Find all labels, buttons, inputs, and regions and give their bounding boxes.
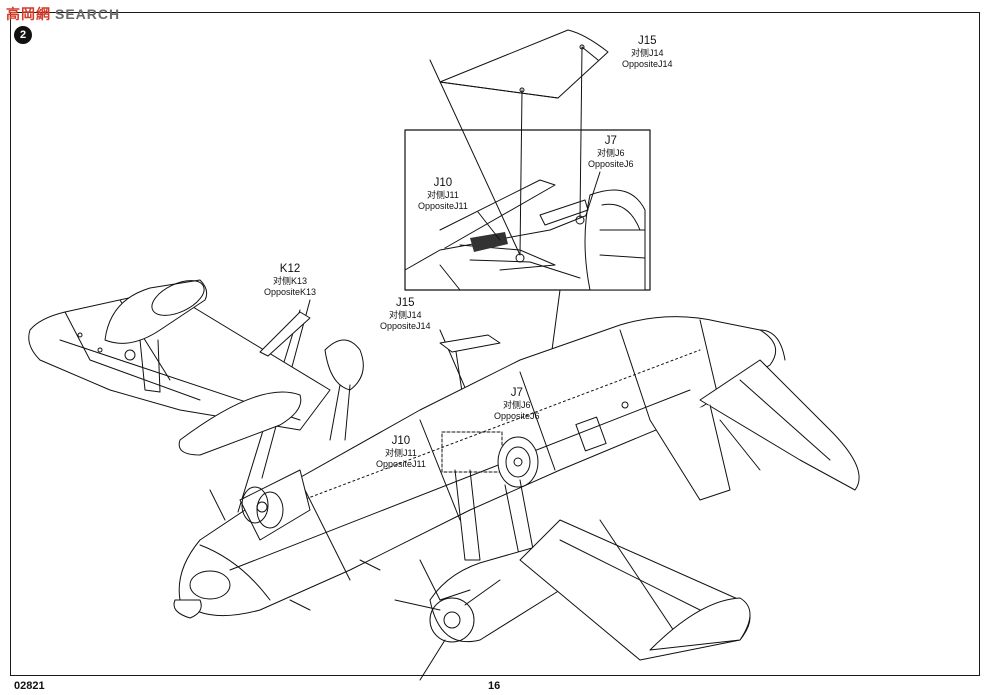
opposite-en: OppositeJ6 bbox=[494, 411, 540, 421]
callout-j10-inset: J10 对侧J11 OppositeJ11 bbox=[418, 176, 468, 212]
logo-icon: 高岡網 bbox=[6, 7, 51, 23]
page-number: 16 bbox=[488, 680, 501, 692]
callout-j15-top: J15 对侧J14 OppositeJ14 bbox=[622, 34, 673, 70]
opposite-cn: 对侧K13 bbox=[273, 276, 308, 286]
part-number: J15 bbox=[396, 297, 415, 309]
callout-j10-mid: J10 对侧J11 OppositeJ11 bbox=[376, 434, 426, 470]
part-k12 bbox=[259, 311, 311, 357]
page-badge: 2 bbox=[14, 26, 32, 44]
engine-pod-left bbox=[104, 279, 302, 456]
opposite-en: OppositeJ11 bbox=[418, 201, 468, 211]
opposite-en: OppositeJ14 bbox=[622, 59, 673, 69]
callout-j7-mid: J7 对侧J6 OppositeJ6 bbox=[494, 386, 540, 422]
left-wing bbox=[28, 289, 331, 431]
part-number: J10 bbox=[433, 177, 453, 189]
flap-part-j15-top bbox=[439, 29, 609, 99]
watermark-text: SEARCH bbox=[55, 6, 121, 22]
nose-gear-area bbox=[209, 339, 364, 541]
part-number: K12 bbox=[279, 263, 301, 275]
part-number: J10 bbox=[391, 435, 411, 447]
callout-j15-mid: J15 对侧J14 OppositeJ14 bbox=[380, 296, 431, 332]
inset-detail bbox=[404, 129, 651, 291]
fuselage bbox=[173, 316, 777, 619]
right-wing bbox=[519, 519, 751, 661]
callout-j7-inset: J7 对侧J6 OppositeJ6 bbox=[588, 134, 634, 170]
opposite-cn: 对侧J11 bbox=[427, 190, 459, 200]
opposite-cn: 对侧J6 bbox=[503, 400, 531, 410]
product-code: 02821 bbox=[14, 680, 45, 692]
watermark: 高岡網 SEARCH bbox=[6, 4, 120, 24]
opposite-en: OppositeJ14 bbox=[380, 321, 431, 331]
callout-k12: K12 对侧K13 OppositeK13 bbox=[264, 262, 316, 298]
part-number: J15 bbox=[638, 35, 657, 47]
part-j15-mid bbox=[439, 334, 501, 353]
part-number: J7 bbox=[604, 135, 617, 147]
opposite-cn: 对侧J14 bbox=[631, 48, 664, 58]
opposite-en: OppositeJ6 bbox=[588, 159, 634, 169]
tail bbox=[649, 329, 860, 501]
opposite-cn: 对侧J14 bbox=[389, 310, 422, 320]
main-gear-mid bbox=[441, 431, 539, 561]
part-number: J7 bbox=[510, 387, 523, 399]
page-border bbox=[10, 12, 980, 676]
fuselage-details bbox=[289, 401, 629, 611]
opposite-cn: 对侧J6 bbox=[597, 148, 625, 158]
opposite-en: OppositeJ11 bbox=[376, 459, 426, 469]
opposite-en: OppositeK13 bbox=[264, 287, 317, 297]
opposite-cn: 对侧J11 bbox=[385, 448, 417, 458]
